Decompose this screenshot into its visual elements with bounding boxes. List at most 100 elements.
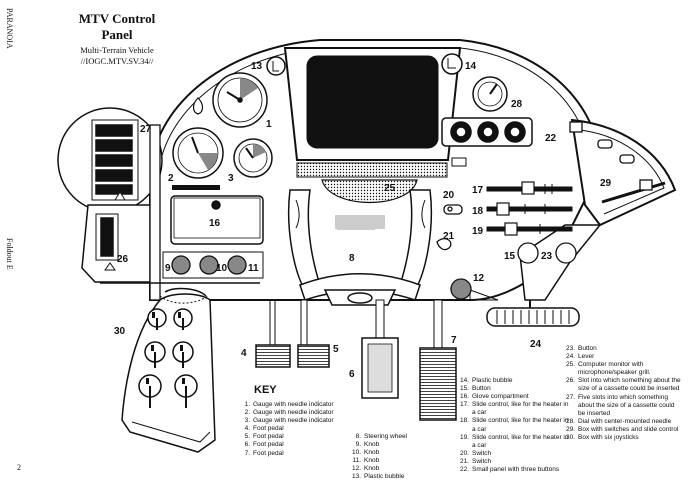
key-entry-number: 20. [459, 449, 469, 457]
key-entry: 15.Button [459, 385, 569, 393]
gauge-3 [233, 138, 273, 178]
callout-18: 18 [472, 206, 484, 217]
key-entry-text: Slide control, like for the heater in a … [472, 433, 569, 449]
switch-box-29 [569, 118, 677, 227]
gauge-1 [212, 72, 268, 128]
slide-controls [486, 181, 573, 236]
title-block: MTV Control Panel Multi-Terrain Vehicle … [62, 11, 172, 66]
key-entry: 28.Dial with center-mounted needle [565, 418, 683, 426]
callout-15: 15 [504, 251, 516, 262]
callout-5: 5 [333, 344, 339, 355]
key-entry-number: 30. [565, 434, 575, 442]
key-entry-text: Plastic bubble [472, 377, 513, 384]
key-entry-number: 25. [565, 361, 575, 369]
computer-monitor [283, 47, 462, 230]
key-entry-text: Switch [472, 457, 492, 465]
key-entry: 7.Foot pedal [240, 450, 355, 458]
key-entry: 20.Switch [459, 450, 569, 458]
key-entry-text: Glove compartment [472, 393, 529, 401]
key-entry-text: Slide control, like for the heater in a … [472, 417, 569, 433]
key-entry: 8.Steering wheel [351, 433, 441, 441]
key-entry-text: Gauge with needle indicator [253, 409, 334, 417]
key-entry-text: Slide control, like for the heater in a … [472, 401, 569, 417]
key-entry-text: Knob [364, 441, 380, 449]
key-entry-number: 2. [244, 409, 250, 417]
key-entry-number: 4. [244, 425, 250, 433]
key-entry-number: 29. [565, 425, 575, 433]
key-entry: 17.Slide control, like for the heater in… [459, 401, 569, 417]
key-entry-text: Box with six joysticks [578, 434, 639, 442]
glove-compartment [170, 185, 264, 245]
callout-11: 11 [248, 263, 259, 274]
key-entry: 16.Glove compartment [459, 393, 569, 401]
callout-1: 1 [266, 119, 272, 130]
key-entry-number: 3. [244, 417, 250, 425]
callout-6: 6 [349, 369, 355, 380]
slot-panel-27 [57, 107, 163, 213]
button-panel-22 [441, 117, 533, 167]
slot-panel-26 [81, 204, 151, 283]
key-entry: 24.Lever [565, 353, 683, 361]
page-subtitle: Multi-Terrain Vehicle [80, 45, 154, 55]
key-entry: 10.Knob [351, 449, 441, 457]
key-entry: 9.Knob [351, 441, 441, 449]
callout-20: 20 [443, 190, 455, 201]
callout-23: 23 [541, 251, 553, 262]
key-entry-text: Foot pedal [253, 425, 284, 433]
key-entry-text: Knob [364, 457, 380, 465]
key-entry-text: Knob [364, 449, 380, 457]
key-entry: 27.Five slots into which something about… [565, 394, 683, 418]
key-entry-number: 21. [459, 457, 469, 465]
key-entry-text: Button [472, 385, 491, 393]
callout-4: 4 [241, 348, 247, 359]
key-entry-number: 6. [244, 441, 250, 449]
key-entry-text: Foot pedal [253, 441, 284, 449]
key-entry-text: Dial with center-mounted needle [578, 417, 672, 425]
knobs [162, 251, 264, 279]
callout-25: 25 [384, 183, 396, 194]
key-entry-number: 8. [355, 433, 361, 440]
key-entry: 23.Button [565, 345, 683, 353]
key-entry-number: 18. [459, 417, 469, 425]
key-entry-number: 22. [459, 466, 469, 474]
key-entry-number: 10. [351, 449, 361, 457]
callout-16: 16 [209, 218, 221, 229]
key-entry: 29.Box with switches and slide control [565, 426, 683, 434]
key-entry-text: Five slots into which something about th… [578, 393, 675, 417]
callout-19: 19 [472, 226, 484, 237]
key-entry-number: 7. [244, 449, 250, 457]
key-entry-number: 14. [459, 377, 469, 384]
callout-12: 12 [473, 273, 485, 284]
callout-17: 17 [472, 185, 484, 196]
warning-light [192, 97, 204, 115]
page-title: MTV Control Panel [78, 11, 156, 42]
key-entry-number: 26. [565, 377, 575, 385]
key-entry: 19.Slide control, like for the heater in… [459, 434, 569, 450]
callout-9: 9 [165, 263, 171, 274]
gauge-2 [172, 127, 224, 179]
key-entry: 30.Box with six joysticks [565, 434, 683, 442]
key-entry-text: Foot pedal [253, 449, 284, 457]
callout-2: 2 [168, 173, 174, 184]
key-entry-number: 28. [565, 417, 575, 425]
key-entry: 14.Plastic bubble [459, 377, 569, 385]
key-entry: 5.Foot pedal [240, 433, 355, 441]
left-pillar [149, 124, 161, 301]
callout-14: 14 [465, 61, 477, 72]
switches [436, 204, 463, 251]
callout-13: 13 [251, 61, 263, 72]
key-entry-text: Steering wheel [364, 433, 407, 440]
key-entry: 6.Foot pedal [240, 441, 355, 449]
button-15 [517, 242, 539, 264]
key-entry-text: Gauge with needle indicator [253, 401, 334, 408]
callout-21: 21 [443, 231, 455, 242]
key-entry-number: 15. [459, 385, 469, 393]
callout-10: 10 [216, 263, 228, 274]
callout-8: 8 [349, 253, 355, 264]
key-entry-text: Gauge with needle indicator [253, 417, 334, 425]
page-number: 2 [17, 463, 21, 472]
key-entry: 26.Slot into which something about the s… [565, 377, 683, 393]
